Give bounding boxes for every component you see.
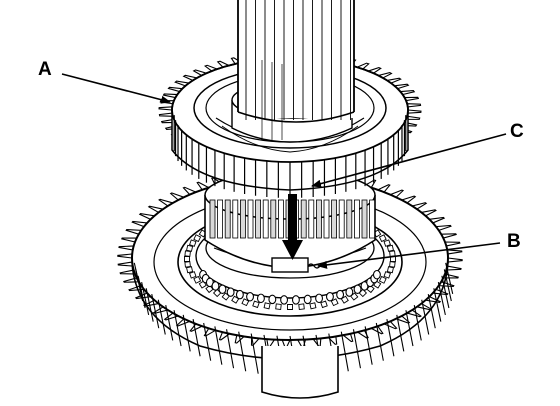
leader-line-b — [317, 242, 501, 269]
callout-a: A — [38, 59, 52, 80]
upper-gear-side-teeth — [173, 115, 407, 198]
callout-b: B — [507, 231, 521, 252]
callout-c: C — [510, 121, 524, 142]
ring-holes — [199, 269, 381, 305]
main-shaft — [237, 0, 355, 140]
leader-line-c — [311, 133, 507, 188]
shaft-splines — [245, 0, 351, 120]
key-slot — [271, 257, 309, 273]
leader-line-a — [61, 73, 171, 104]
alignment-arrow-icon — [282, 194, 303, 260]
